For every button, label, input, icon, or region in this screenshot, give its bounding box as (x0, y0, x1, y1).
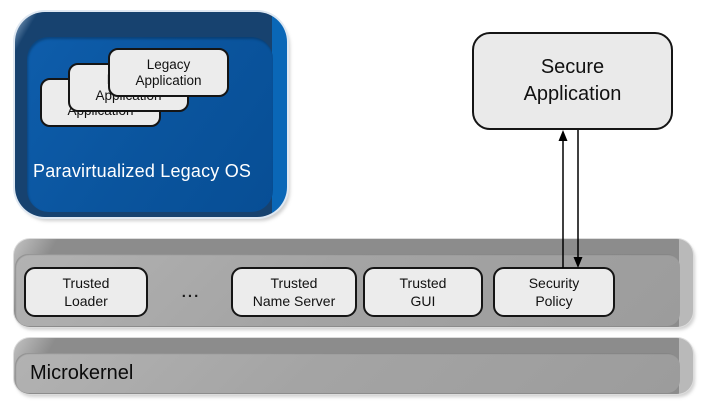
security-policy-line2: Policy (535, 293, 573, 309)
security-policy-line1: Security (528, 275, 580, 291)
trusted-layer-bar: Trusted Loader ... Trusted Name Server T… (14, 239, 693, 327)
legacy-os-block: Legacy Application Legacy Application Le… (15, 12, 287, 217)
trusted-name-server-line1: Trusted (270, 275, 318, 291)
secure-app-security-policy-arrows (558, 130, 583, 268)
ellipsis-more-components: ... (181, 283, 201, 301)
trusted-name-server-line2: Name Server (252, 293, 336, 309)
legacy-os-front-face: Legacy Application Legacy Application Le… (27, 37, 273, 212)
microkernel-label: Microkernel (30, 361, 134, 384)
secure-application-line1: Secure (540, 56, 605, 78)
legacy-os-label: Paravirtualized Legacy OS (33, 161, 252, 181)
legacy-app-line1: Legacy (146, 56, 191, 72)
secure-application-box: Secure Application (472, 32, 673, 130)
trusted-loader-box: Trusted Loader (24, 267, 148, 317)
trusted-gui-box: Trusted GUI (363, 267, 483, 317)
trusted-gui-line2: GUI (410, 293, 436, 309)
arrow-up-head (558, 130, 568, 141)
microkernel-bar: Microkernel (14, 338, 693, 394)
trusted-name-server-box: Trusted Name Server (231, 267, 357, 317)
trusted-loader-line2: Loader (64, 293, 108, 309)
secure-application-line2: Application (523, 83, 622, 105)
legacy-app-box-front: Legacy Application (108, 48, 229, 97)
security-policy-box: Security Policy (493, 267, 615, 317)
trusted-gui-line1: Trusted (399, 275, 447, 291)
arrow-down-head (573, 257, 583, 268)
trusted-loader-line1: Trusted (62, 275, 110, 291)
legacy-app-line2: Application (135, 72, 202, 88)
microkernel-face: Microkernel (15, 353, 680, 393)
